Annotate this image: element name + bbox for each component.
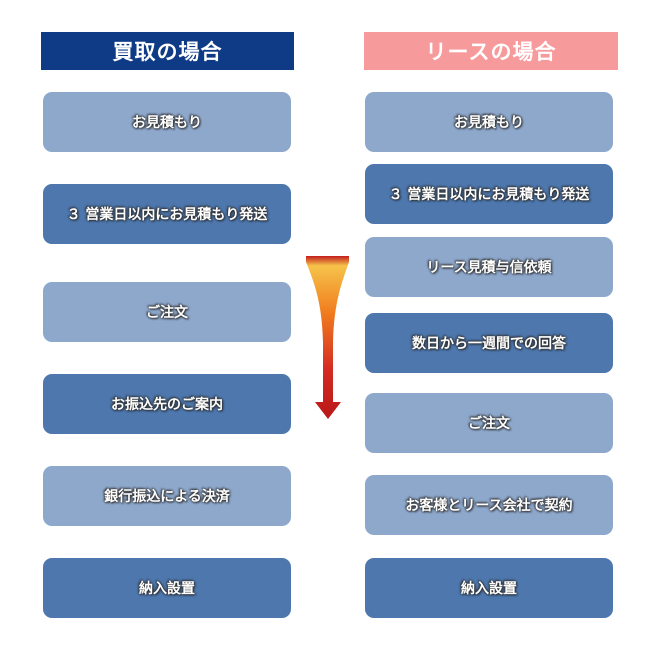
lease-step-estimate-sent: ３ 営業日以内にお見積もり発送: [365, 164, 613, 224]
purchase-step-estimate-sent: ３ 営業日以内にお見積もり発送: [43, 184, 291, 244]
lease-step-order: ご注文: [365, 393, 613, 453]
flow-arrow-icon: [306, 256, 349, 419]
lease-header: リースの場合: [364, 32, 618, 70]
purchase-step-bank-payment: 銀行振込による決済: [43, 466, 291, 526]
lease-step-contract: お客様とリース会社で契約: [365, 475, 613, 535]
lease-step-credit-request: リース見積与信依頼: [365, 237, 613, 297]
purchase-step-delivery: 納入設置: [43, 558, 291, 618]
lease-step-estimate: お見積もり: [365, 92, 613, 152]
purchase-step-order: ご注文: [43, 282, 291, 342]
lease-step-response: 数日から一週間での回答: [365, 313, 613, 373]
purchase-header: 買取の場合: [41, 32, 294, 70]
purchase-step-estimate: お見積もり: [43, 92, 291, 152]
lease-step-delivery: 納入設置: [365, 558, 613, 618]
purchase-step-transfer-info: お振込先のご案内: [43, 374, 291, 434]
